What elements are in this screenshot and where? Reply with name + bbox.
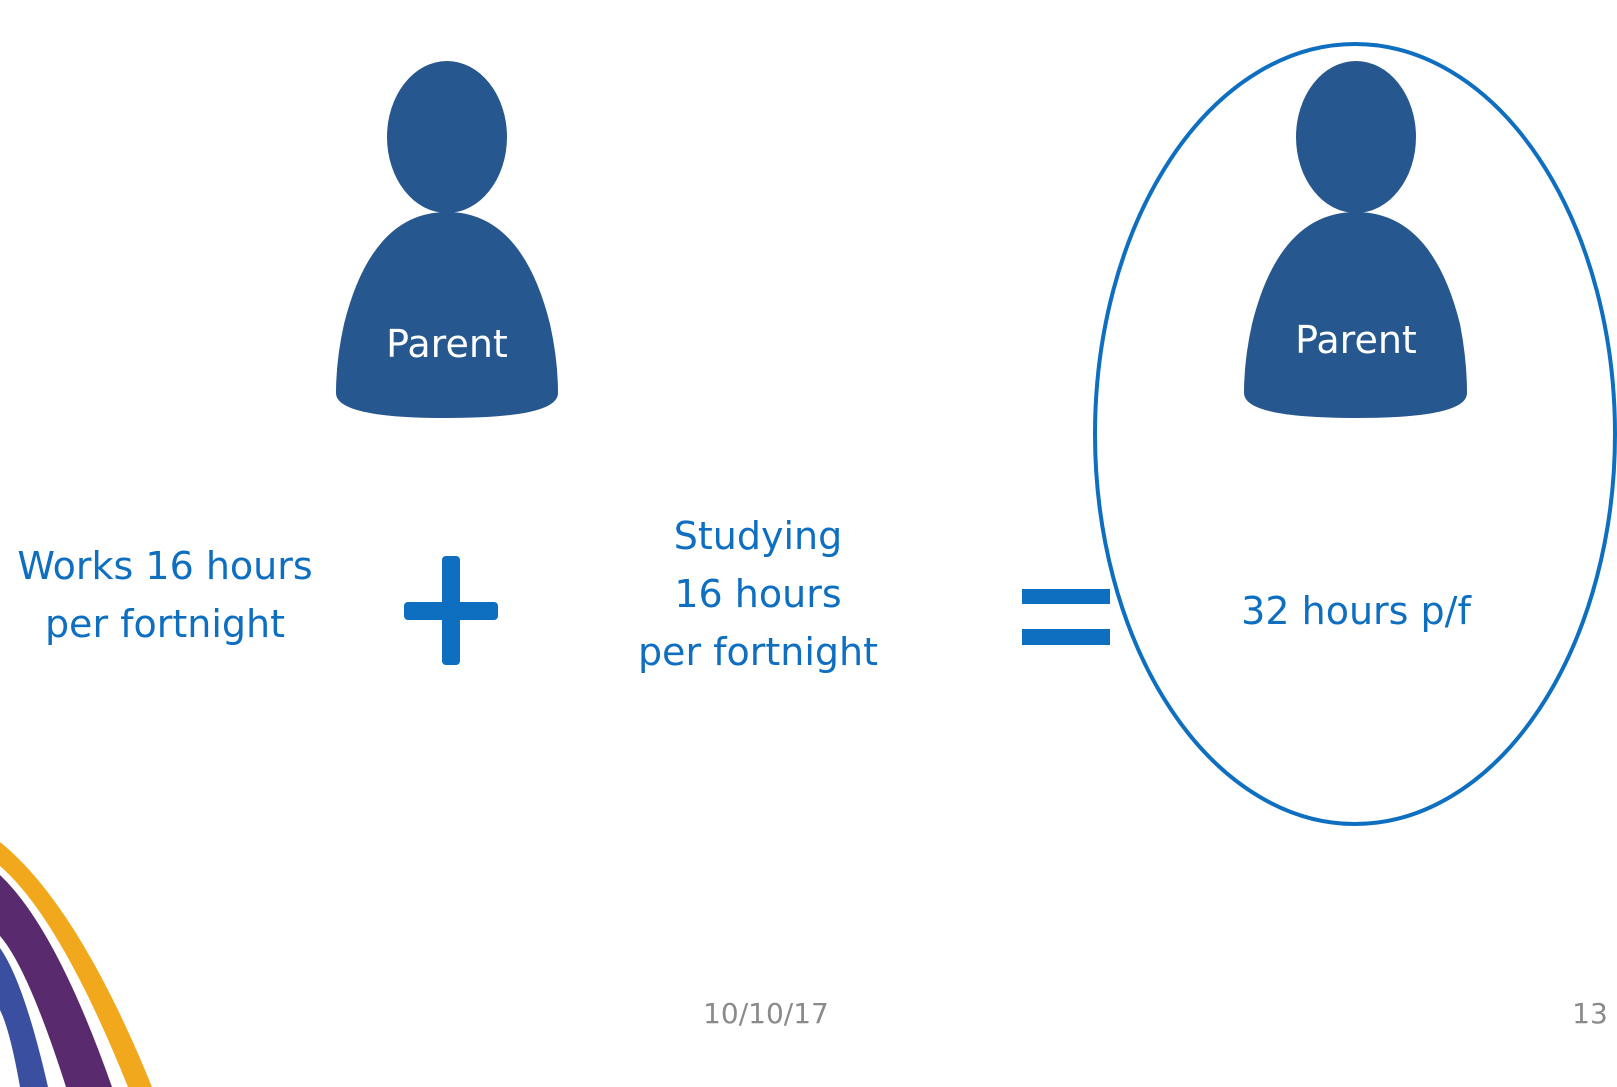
works-caption-line2: per fortnight	[44, 602, 286, 646]
works-caption-line1: Works 16 hours	[17, 544, 313, 588]
studying-caption-line1: Studying	[673, 514, 843, 558]
person-icon	[1244, 61, 1467, 418]
studying-caption: Studying 16 hours per fortnight	[598, 507, 918, 681]
person-body	[1244, 212, 1467, 418]
corner-logo	[0, 842, 152, 1087]
works-caption: Works 16 hours per fortnight	[0, 537, 330, 653]
footer-date: 10/10/17	[703, 997, 829, 1030]
person-head	[387, 61, 507, 213]
person-icon	[336, 61, 558, 418]
equals-icon	[1022, 589, 1110, 645]
person-head	[1296, 61, 1416, 213]
page-number: 13	[1572, 997, 1608, 1030]
parent-label-left: Parent	[386, 322, 508, 366]
result-text: 32 hours p/f	[1241, 589, 1471, 633]
studying-caption-line2: 16 hours	[674, 572, 842, 616]
highlight-ellipse	[1093, 42, 1617, 826]
plus-icon	[404, 556, 498, 665]
parent-label-right: Parent	[1295, 318, 1417, 362]
person-body	[336, 212, 558, 418]
studying-caption-line3: per fortnight	[637, 630, 879, 674]
